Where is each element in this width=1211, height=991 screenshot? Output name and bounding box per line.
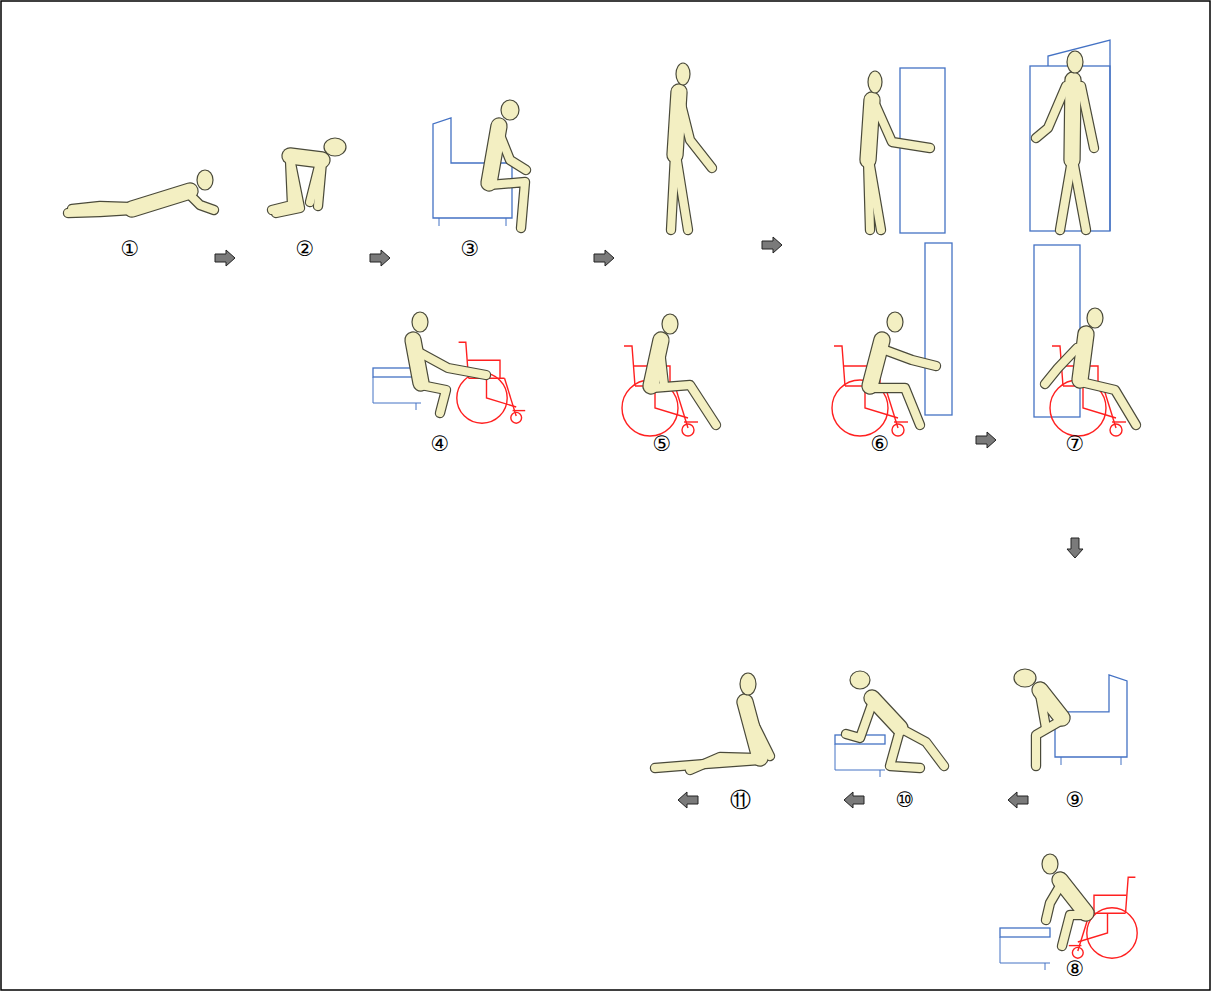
callout-number: ③ [461, 239, 480, 260]
flow-arrow [594, 250, 614, 266]
human-figure [412, 312, 486, 413]
flow-arrow [370, 250, 390, 266]
human-figure [655, 673, 770, 770]
human-figure [1042, 854, 1086, 946]
furniture [1048, 40, 1110, 231]
wheelchair [457, 342, 525, 423]
flow-arrow [844, 792, 864, 808]
furniture [925, 243, 952, 415]
human-figure [272, 138, 346, 213]
callout-number: ⑪ [730, 790, 751, 811]
callout-number: ④ [431, 434, 450, 455]
callout-number: ⑧ [1066, 959, 1085, 980]
human-figure [868, 71, 930, 230]
human-figure [671, 63, 712, 230]
flow-arrow [1067, 538, 1083, 558]
callout-number: ② [296, 239, 315, 260]
human-figure [68, 170, 214, 213]
callout-number: ① [121, 239, 140, 260]
furniture [1034, 245, 1080, 417]
human-figure [1036, 51, 1094, 230]
human-figure [846, 671, 944, 768]
human-figure [651, 314, 716, 425]
callout-number: ⑨ [1066, 790, 1085, 811]
callout-number: ⑤ [653, 434, 672, 455]
human-figure [489, 100, 526, 228]
callout-number: ⑥ [871, 434, 890, 455]
flow-arrow [976, 432, 996, 448]
bench [1000, 928, 1050, 970]
flow-arrow [762, 237, 782, 253]
human-figure [870, 312, 936, 425]
flow-arrow [215, 250, 235, 266]
human-figure [1045, 308, 1136, 425]
flow-arrow [678, 792, 698, 808]
human-figure [1014, 669, 1062, 766]
callout-number: ⑦ [1066, 434, 1085, 455]
furniture [1030, 66, 1110, 231]
callout-number: ⑩ [896, 790, 915, 811]
flow-arrow [1008, 792, 1028, 808]
